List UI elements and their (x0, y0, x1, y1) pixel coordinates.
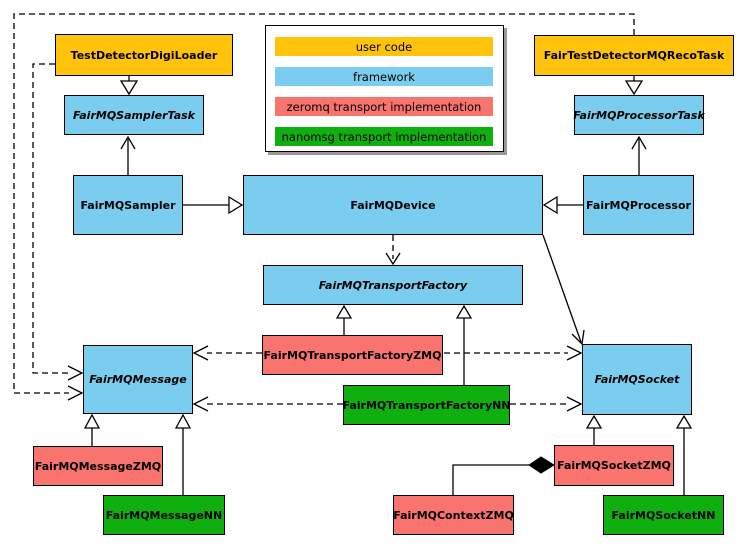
edge-recotask-to-processortask (624, 76, 644, 96)
edge-tfzmq-to-socket (444, 345, 583, 361)
legend-label: nanomsg transport implementation (281, 129, 487, 144)
edge-digiloader-to-samplertask (119, 76, 139, 96)
edge-tfnn-to-transportfactory (455, 304, 473, 385)
node-fairmq-transport-factory-zmq: FairMQTransportFactoryZMQ (262, 335, 443, 375)
edge-tfzmq-to-transportfactory (335, 304, 353, 335)
legend: user code framework zeromq transport imp… (265, 25, 504, 152)
edge-tfzmq-to-message (192, 345, 262, 361)
edge-sampler-to-samplertask (120, 135, 136, 175)
edge-socketzmq-to-socket (585, 414, 603, 445)
node-fair-test-detector-mq-reco-task: FairTestDetectorMQRecoTask (534, 35, 734, 76)
node-fairmq-message-nn: FairMQMessageNN (103, 495, 225, 535)
edge-processor-to-device (542, 195, 583, 215)
node-fairmq-transport-factory: FairMQTransportFactory (263, 265, 523, 305)
node-fairmq-socket-nn: FairMQSocketNN (603, 495, 724, 535)
node-fairmq-transport-factory-nn: FairMQTransportFactoryNN (342, 385, 511, 425)
node-fairmq-message: FairMQMessage (83, 345, 193, 414)
node-fairmq-sampler: FairMQSampler (73, 175, 183, 235)
legend-item-zeromq: zeromq transport implementation (275, 97, 493, 116)
edge-processor-to-processortask (631, 135, 647, 175)
node-fairmq-device: FairMQDevice (243, 175, 543, 235)
edge-messagezmq-to-message (83, 413, 101, 446)
node-fairmq-message-zmq: FairMQMessageZMQ (33, 446, 163, 486)
node-fairmq-socket-zmq: FairMQSocketZMQ (554, 445, 674, 486)
legend-label: framework (353, 69, 415, 84)
edge-tfnn-to-socket (510, 396, 583, 412)
edge-sampler-to-device (183, 195, 244, 215)
node-fairmq-socket: FairMQSocket (582, 344, 692, 415)
edge-socketnn-to-socket (675, 414, 693, 495)
legend-label: user code (355, 39, 413, 54)
edge-tfnn-to-message (192, 396, 343, 412)
legend-label: zeromq transport implementation (286, 99, 482, 114)
node-fairmq-processor: FairMQProcessor (583, 175, 694, 235)
edge-messagenn-to-message (174, 413, 192, 495)
edge-socketzmq-context-composition (452, 456, 555, 495)
edge-recotask-to-message (13, 13, 635, 401)
edge-digiloader-to-message (32, 63, 84, 381)
node-fairmq-processor-task: FairMQProcessorTask (573, 95, 705, 135)
node-fairmq-context-zmq: FairMQContextZMQ (393, 495, 514, 535)
legend-item-framework: framework (275, 67, 493, 86)
legend-item-user-code: user code (275, 37, 493, 56)
edge-device-to-socket (542, 234, 585, 346)
node-fairmq-sampler-task: FairMQSamplerTask (64, 95, 204, 135)
node-test-detector-digi-loader: TestDetectorDigiLoader (55, 34, 233, 76)
legend-item-nanomsg: nanomsg transport implementation (275, 127, 493, 146)
edge-device-to-transportfactory (385, 235, 401, 266)
